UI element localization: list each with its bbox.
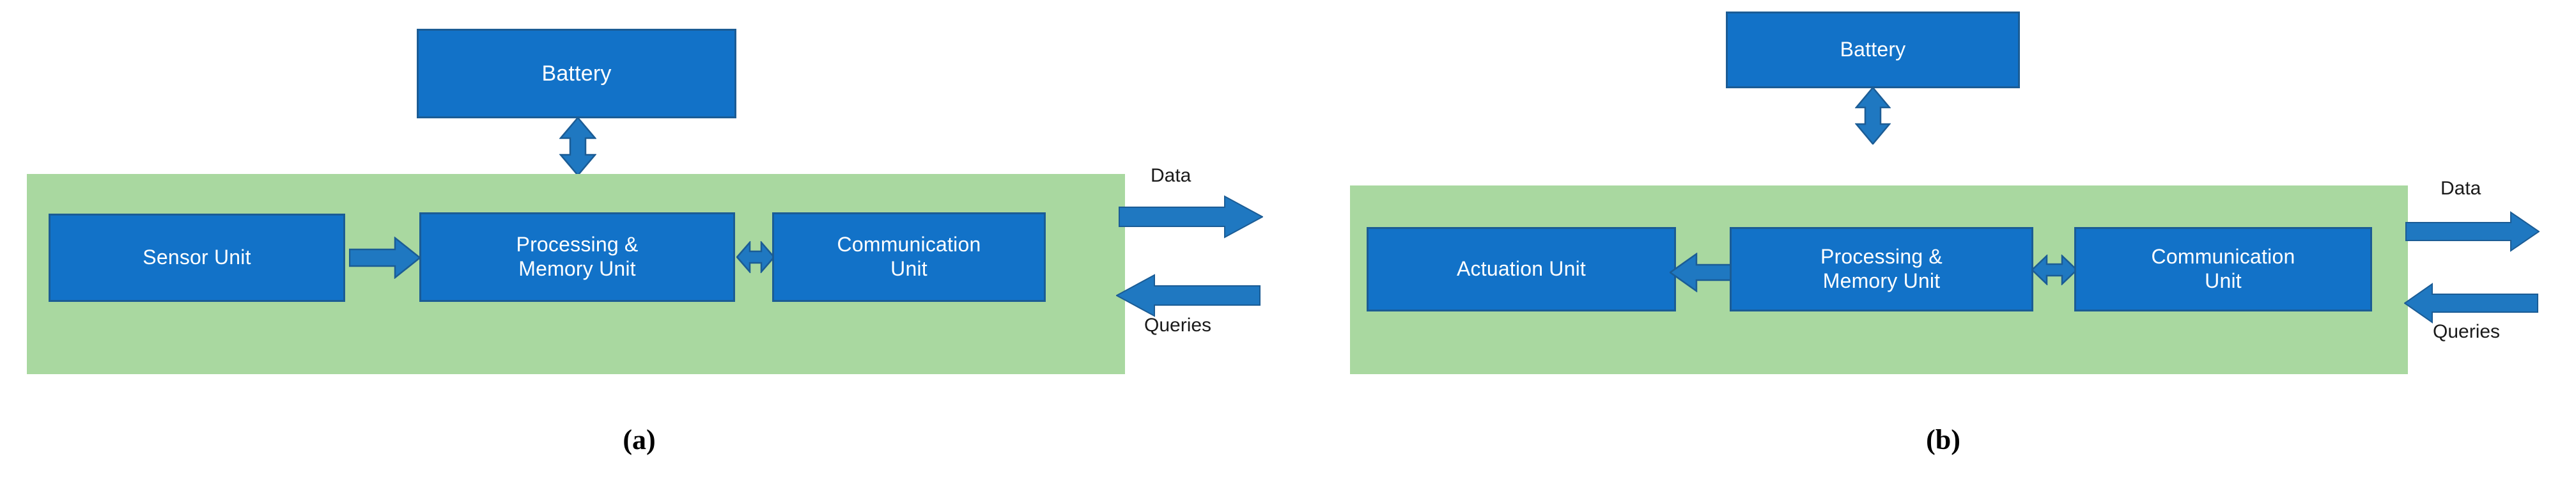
sensor-unit-label: Sensor Unit <box>143 246 251 269</box>
panel-caption-a: (a) <box>623 424 656 455</box>
processing-memory-unit-node-a: Processing & Memory Unit <box>419 212 735 302</box>
queries-flow-label-b: Queries <box>2433 321 2501 342</box>
actuation-unit-label: Actuation Unit <box>1456 257 1587 281</box>
battery-power-arrow-b <box>1855 87 1891 145</box>
battery-node-a: Battery <box>417 29 736 118</box>
battery-label-b: Battery <box>1840 38 1906 61</box>
processing-to-communication-arrow-b <box>2031 255 2077 285</box>
battery-label-a: Battery <box>541 61 612 86</box>
data-flow-arrow-a <box>1119 195 1263 239</box>
communication-unit-label-b: Communication Unit <box>2151 245 2295 292</box>
battery-box-b: Battery <box>1726 12 2020 88</box>
queries-flow-arrow-a <box>1116 274 1261 317</box>
communication-unit-node-a: Communication Unit <box>772 212 1046 302</box>
processing-to-communication-arrow-a <box>736 241 775 273</box>
processing-memory-unit-label-b: Processing & Memory Unit <box>1820 245 1943 292</box>
data-flow-arrow-b <box>2405 211 2540 252</box>
actuation-unit-node: Actuation Unit <box>1367 227 1676 311</box>
sensor-to-processing-arrow <box>349 237 421 279</box>
queries-flow-label-a: Queries <box>1144 315 1212 336</box>
communication-unit-node-b: Communication Unit <box>2074 227 2372 311</box>
communication-unit-label-a: Communication Unit <box>837 233 981 280</box>
processing-memory-unit-node-b: Processing & Memory Unit <box>1730 227 2033 311</box>
data-flow-label-b: Data <box>2440 178 2481 199</box>
sensor-unit-node: Sensor Unit <box>49 214 345 302</box>
processing-memory-unit-label-a: Processing & Memory Unit <box>516 233 639 280</box>
data-flow-label-a: Data <box>1151 165 1191 186</box>
battery-power-arrow-a <box>559 117 596 176</box>
panel-caption-b: (b) <box>1926 424 1960 455</box>
queries-flow-arrow-b <box>2404 283 2538 324</box>
